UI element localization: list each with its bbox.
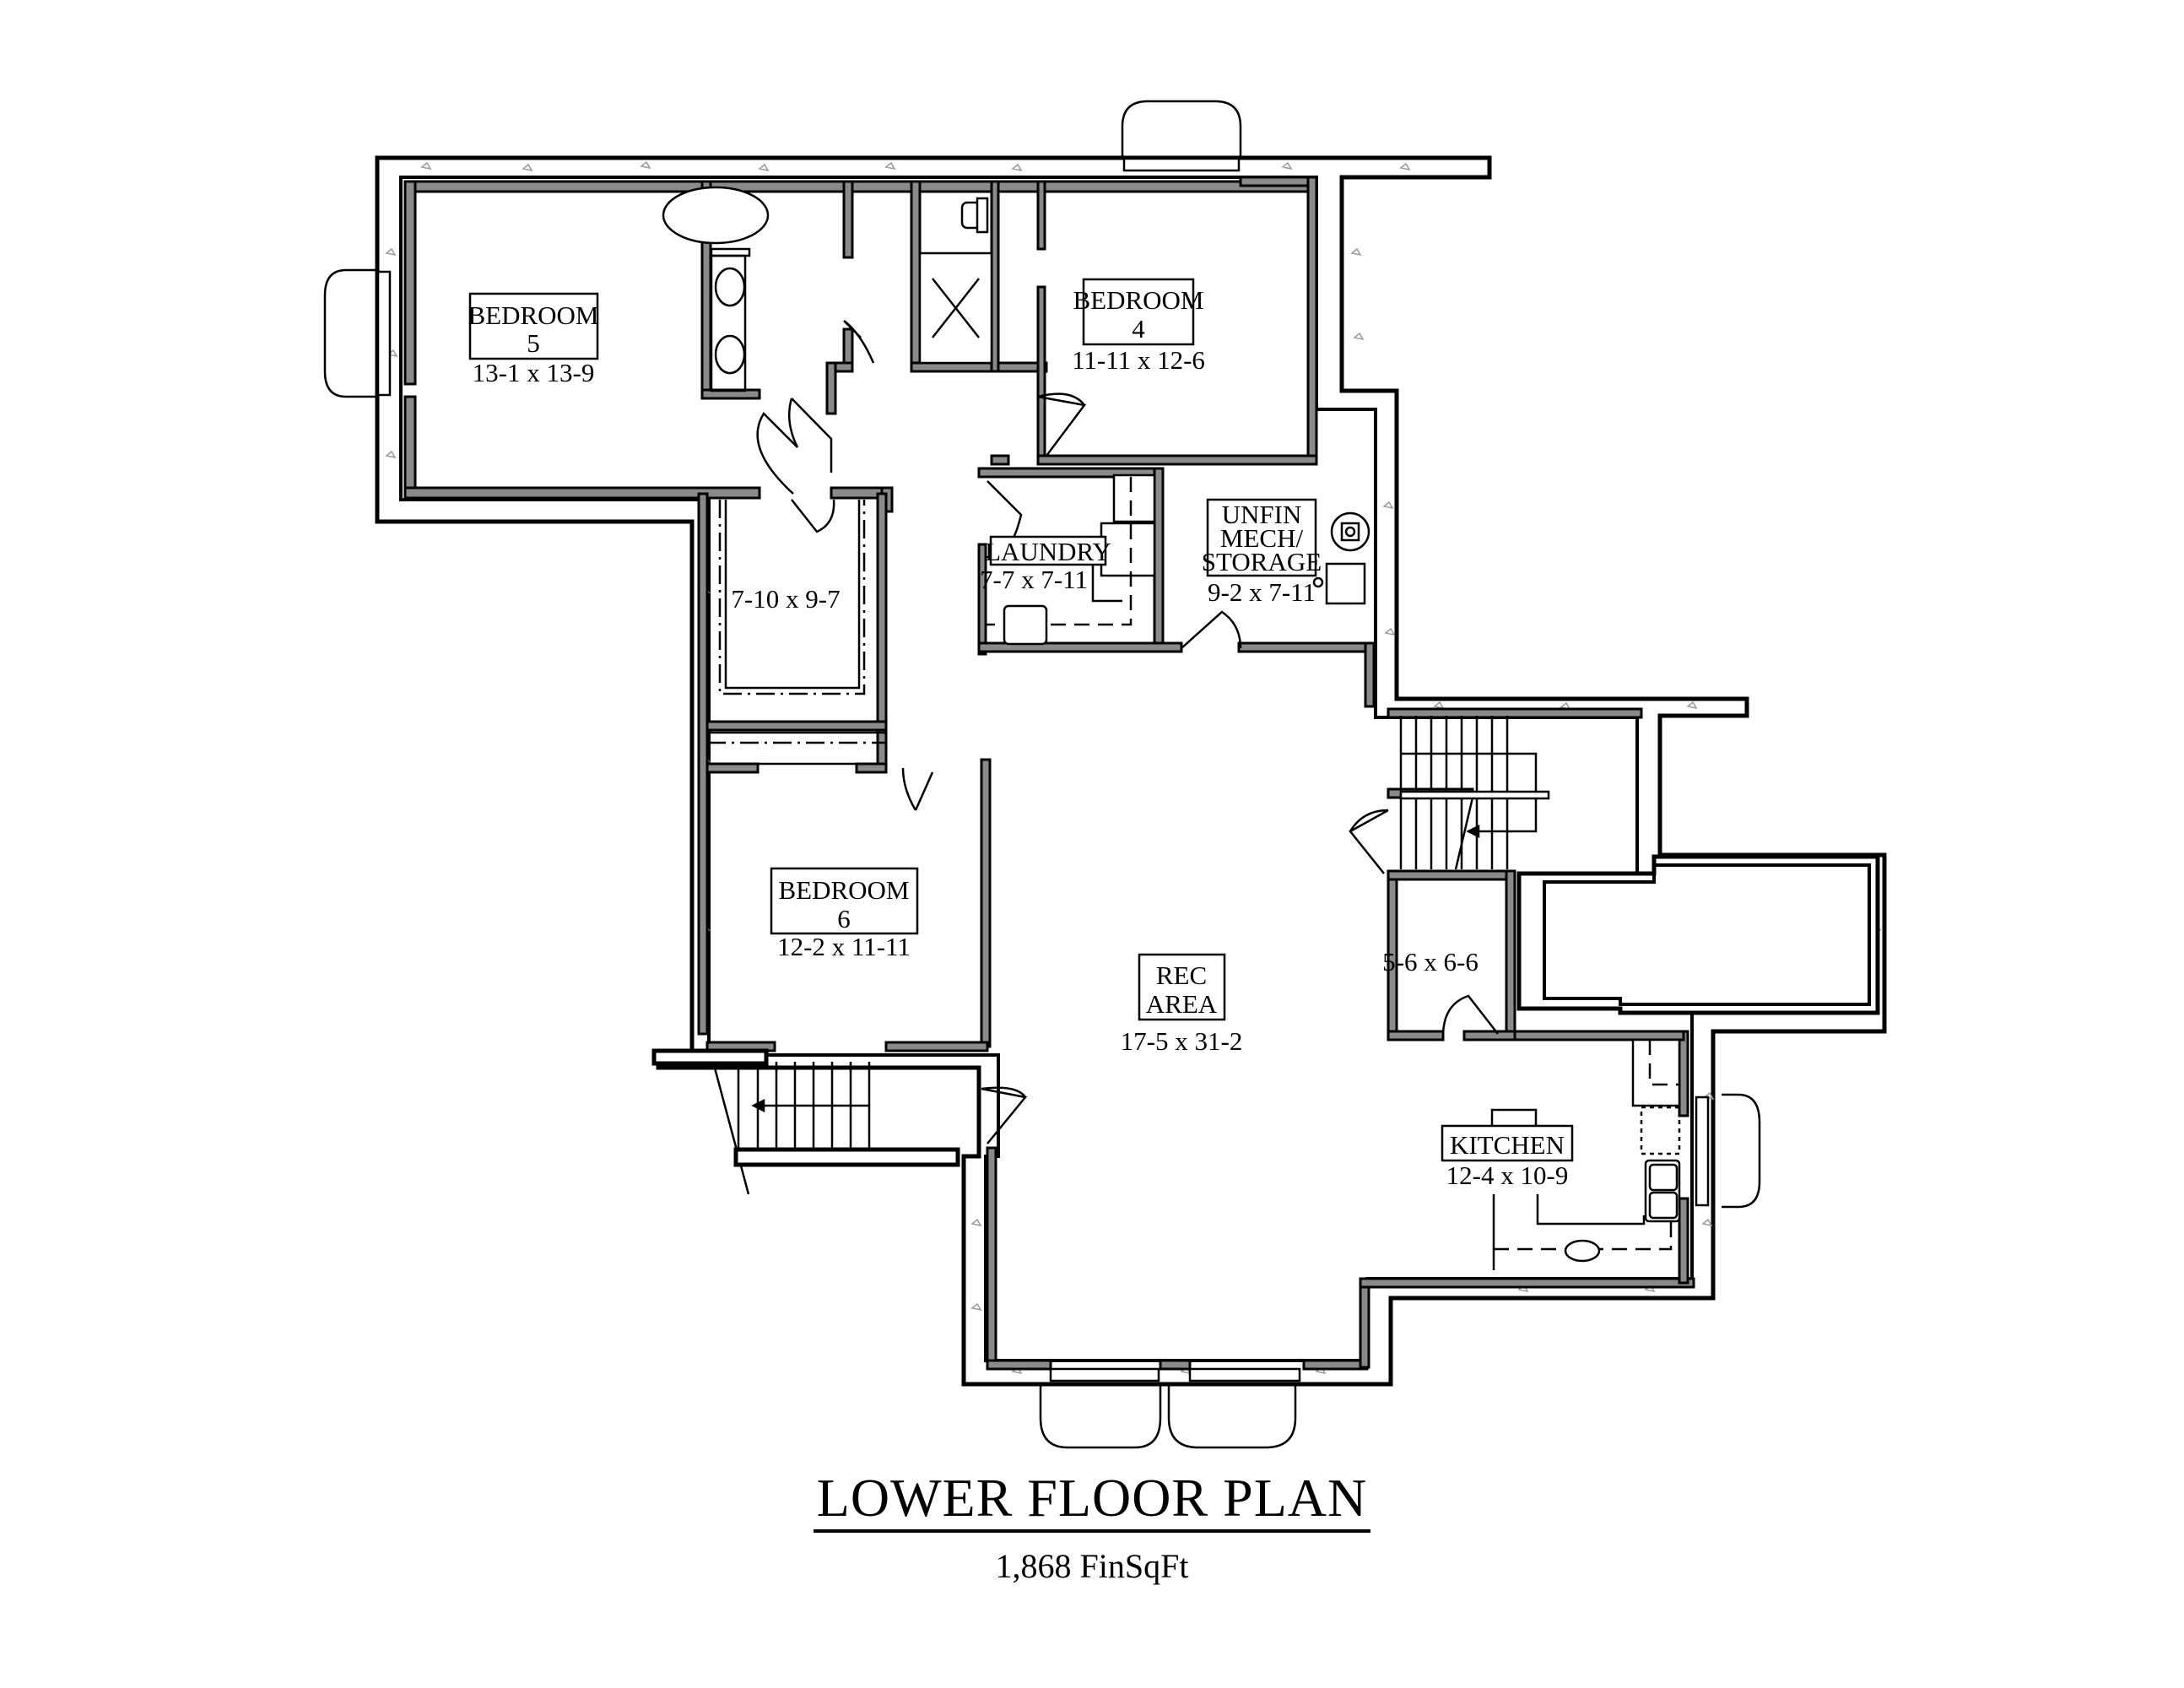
utility-sink-icon <box>1003 604 1048 646</box>
svg-text:17-5 x 31-2: 17-5 x 31-2 <box>1121 1026 1243 1056</box>
washer-icon <box>1100 522 1156 577</box>
room-label-unfin-mech-storage: UNFIN MECH/ STORAGE 9-2 x 7-11 <box>1202 498 1322 607</box>
svg-text:STORAGE: STORAGE <box>1202 547 1322 576</box>
svg-text:7-10 x 9-7: 7-10 x 9-7 <box>731 584 840 614</box>
interior-walls <box>403 176 1695 1371</box>
finished-area: 1,868 FinSqFt <box>995 1547 1189 1585</box>
plan-title-text: LOWER FLOOR PLAN <box>813 1468 1371 1533</box>
window-well-icon <box>323 100 1761 1449</box>
svg-text:KITCHEN: KITCHEN <box>1450 1130 1565 1160</box>
svg-text:12-2 x 11-11: 12-2 x 11-11 <box>777 932 911 961</box>
door-swings <box>756 320 1499 1144</box>
laundry-fixtures <box>986 473 1156 646</box>
room-label-rec-area: REC AREA 17-5 x 31-2 <box>1121 953 1243 1056</box>
svg-text:7-7 x 7-11: 7-7 x 7-11 <box>980 565 1088 594</box>
svg-text:LAUNDRY: LAUNDRY <box>985 537 1111 566</box>
room-label-bedroom-6: BEDROOM 6 12-2 x 11-11 <box>770 867 919 961</box>
svg-text:4: 4 <box>1132 314 1145 344</box>
closet-shelving <box>705 500 888 766</box>
sink-icon <box>714 334 746 375</box>
svg-text:9-2 x 7-11: 9-2 x 7-11 <box>1208 577 1316 607</box>
room-label-bedroom-5: BEDROOM 5 13-1 x 13-9 <box>468 292 599 387</box>
svg-text:BEDROOM: BEDROOM <box>1073 285 1203 315</box>
refrigerator-icon <box>1631 1038 1681 1107</box>
svg-text:UNFIN: UNFIN <box>1222 500 1302 529</box>
room-label-closet-5-6: 5-6 x 6-6 <box>1382 947 1479 977</box>
svg-text:REC: REC <box>1156 960 1207 990</box>
bathroom-fixtures <box>662 186 993 392</box>
svg-text:BEDROOM: BEDROOM <box>468 300 598 330</box>
unexcavated-area <box>1516 854 1880 1015</box>
room-label-laundry: LAUNDRY 7-7 x 7-11 <box>980 535 1111 594</box>
svg-text:AREA: AREA <box>1146 989 1218 1019</box>
dryer-icon <box>1112 473 1156 523</box>
svg-text:5-6 x 6-6: 5-6 x 6-6 <box>1382 947 1479 977</box>
stairs-icon <box>1399 716 1550 870</box>
room-label-kitchen: KITCHEN 12-4 x 10-9 <box>1441 1124 1574 1190</box>
svg-text:12-4 x 10-9: 12-4 x 10-9 <box>1446 1160 1569 1190</box>
sink-icon <box>714 267 746 307</box>
room-label-closet-7-10: 7-10 x 9-7 <box>731 584 840 614</box>
water-heater-icon <box>1330 511 1370 552</box>
svg-text:MECH/: MECH/ <box>1220 523 1304 553</box>
mech-fixtures <box>1312 511 1370 605</box>
svg-text:5: 5 <box>527 328 540 358</box>
exterior-stairs-icon <box>651 1048 960 1195</box>
plan-title: LOWER FLOOR PLAN <box>0 1467 2184 1533</box>
svg-text:BEDROOM: BEDROOM <box>778 875 909 905</box>
bathtub-icon <box>662 186 770 245</box>
furnace-icon <box>1325 562 1366 605</box>
room-label-bedroom-4: BEDROOM 4 11-11 x 12-6 <box>1072 278 1205 375</box>
svg-text:6: 6 <box>837 904 851 933</box>
kitchen-fixtures <box>1490 1038 1681 1270</box>
svg-text:13-1 x 13-9: 13-1 x 13-9 <box>473 358 595 387</box>
svg-text:11-11 x 12-6: 11-11 x 12-6 <box>1072 345 1205 375</box>
